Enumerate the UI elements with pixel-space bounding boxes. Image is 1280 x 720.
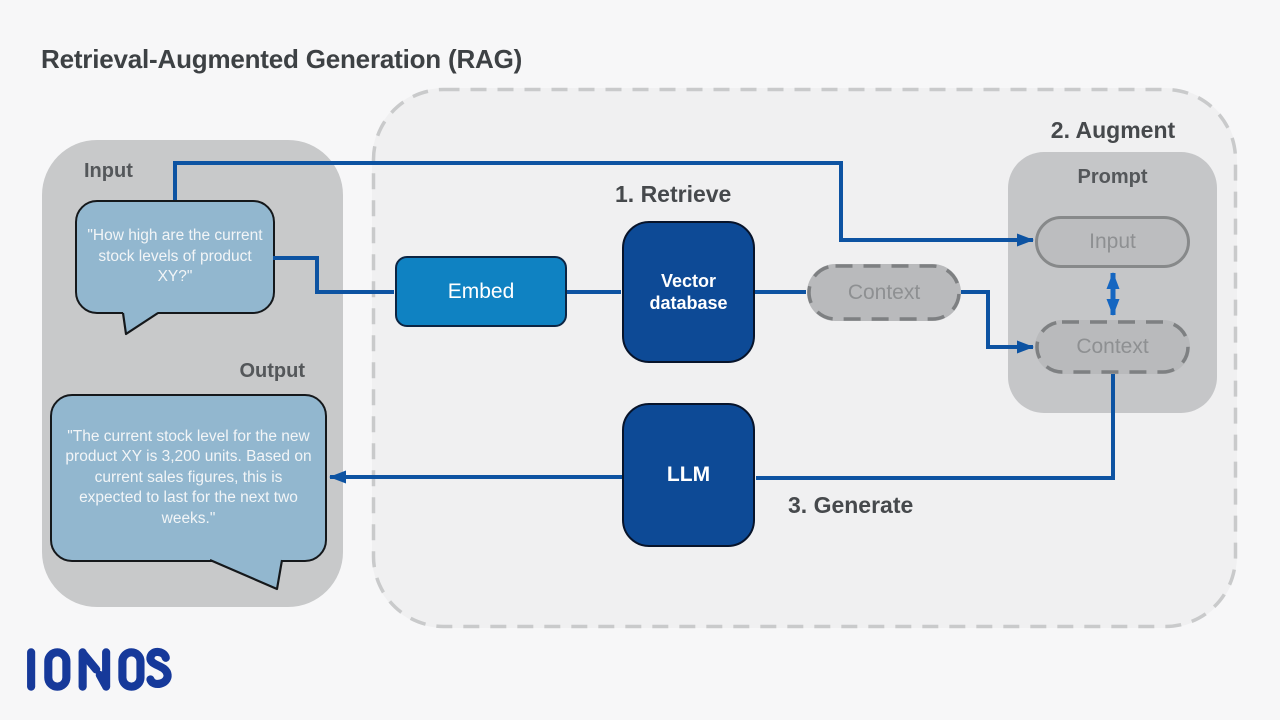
prompt-label: Prompt <box>1077 166 1148 188</box>
output-speech-bubble: "The current stock level for the new pro… <box>50 394 327 562</box>
prompt-input-label: Input <box>1089 230 1136 253</box>
page-title: Retrieval-Augmented Generation (RAG) <box>41 44 523 74</box>
input-speech-text: "How high are the current stock levels o… <box>87 227 263 286</box>
ionos-logo: IONOS <box>23 646 173 698</box>
step-retrieve-heading: 1. Retrieve <box>615 181 732 207</box>
output-speech-text: "The current stock level for the new pro… <box>65 427 312 527</box>
llm-node: LLM <box>622 403 755 547</box>
step-augment-heading: 2. Augment <box>1050 117 1176 143</box>
llm-node-label: LLM <box>666 463 711 486</box>
prompt-context-pill: Context <box>1035 320 1190 374</box>
embed-node: Embed <box>395 256 567 327</box>
vector-database-node: Vector database <box>622 221 755 363</box>
ionos-logo-icon <box>27 647 172 691</box>
context-node: Context <box>807 264 961 321</box>
input-label: Input <box>84 160 133 182</box>
output-label: Output <box>239 360 305 382</box>
step-generate-heading: 3. Generate <box>788 492 914 518</box>
prompt-input-pill: Input <box>1035 216 1190 268</box>
vector-database-label: Vector database <box>649 270 728 314</box>
input-speech-bubble: "How high are the current stock levels o… <box>75 200 275 314</box>
context-node-label: Context <box>847 280 921 304</box>
prompt-context-label: Context <box>1076 335 1149 358</box>
embed-node-label: Embed <box>447 279 515 303</box>
